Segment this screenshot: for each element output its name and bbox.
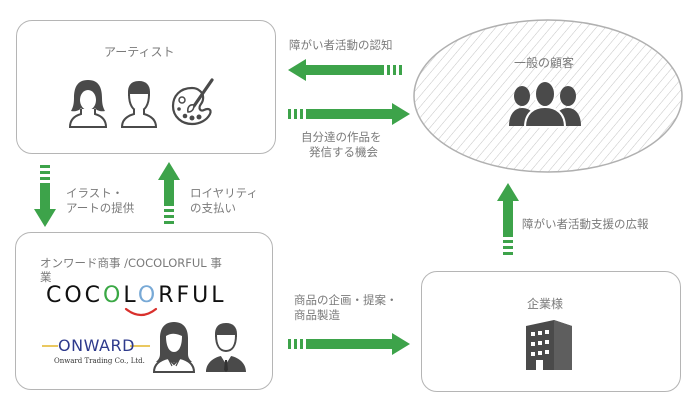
- cocolorful-logo: COCOLORFUL: [46, 283, 227, 308]
- pr-arrow: [497, 183, 519, 255]
- male-user-icon: [120, 81, 158, 128]
- logo-part: O: [137, 283, 159, 308]
- onward-title-2: 業: [40, 270, 52, 284]
- female-user-icon: [68, 80, 108, 128]
- product-label-2: 商品製造: [294, 308, 340, 322]
- paint-palette-icon: [171, 78, 214, 126]
- onward-logo-subtitle: Onward Trading Co., Ltd.: [54, 357, 145, 365]
- onward-title-1: オンワード商事 /COCOLORFUL 事: [40, 256, 222, 270]
- royalty-label-1: ロイヤリティ: [190, 186, 258, 200]
- illustration-label-2: アートの提供: [66, 201, 135, 215]
- customers-title: 一般の顧客: [514, 56, 575, 70]
- illustration-arrow: [34, 165, 56, 227]
- opportunity-label-1: 自分達の作品を: [301, 130, 382, 144]
- logo-part: COC: [46, 283, 104, 308]
- awareness-label: 障がい者活動の認知: [289, 38, 393, 52]
- logo-part: L: [123, 283, 138, 308]
- pr-label: 障がい者活動支援の広報: [522, 217, 649, 231]
- royalty-arrow: [158, 162, 180, 224]
- product-label-1: 商品の企画・提案・: [294, 293, 398, 307]
- businessman-icon: [206, 323, 246, 372]
- office-building-icon: [526, 320, 572, 370]
- group-users-icon: [509, 80, 581, 128]
- royalty-label-2: の支払い: [190, 201, 236, 215]
- opportunity-arrow: [288, 103, 410, 125]
- artist-title: アーティスト: [104, 45, 175, 59]
- cocolorful-smile-icon: [124, 307, 158, 317]
- opportunity-label-2: 発信する機会: [309, 145, 378, 159]
- logo-part: RFUL: [158, 283, 227, 308]
- product-arrow: [288, 333, 410, 355]
- company-title: 企業様: [527, 297, 564, 311]
- awareness-arrow: [288, 59, 402, 81]
- illustration-label-1: イラスト・: [66, 186, 124, 200]
- onward-logo-line: [42, 345, 150, 347]
- logo-part: O: [103, 283, 124, 308]
- onward-logo: ONWARD: [58, 336, 135, 355]
- businesswoman-icon: [152, 322, 196, 373]
